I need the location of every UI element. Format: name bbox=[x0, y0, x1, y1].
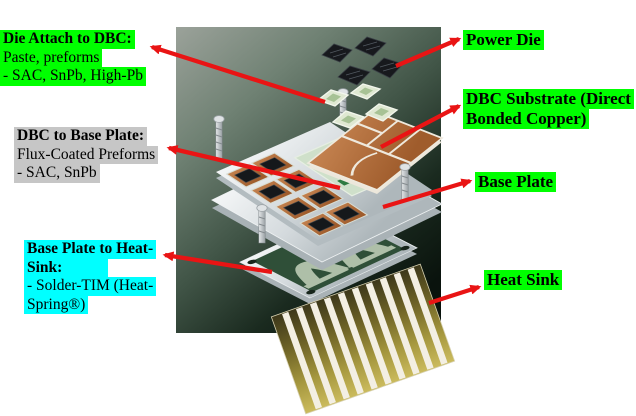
callout-line: Paste, preforms bbox=[0, 48, 103, 68]
callout-base-plate: Base Plate bbox=[475, 172, 557, 192]
mounting-screws bbox=[213, 88, 411, 244]
arrow-heat-sink bbox=[428, 284, 482, 306]
power-die-chip bbox=[321, 43, 353, 63]
callout-die-attach: Die Attach to DBC: Paste, preforms - SAC… bbox=[0, 30, 146, 86]
arrow-die-attach bbox=[149, 44, 326, 105]
callout-line: - SAC, SnPb bbox=[14, 164, 100, 183]
arrow-power-die bbox=[395, 37, 462, 68]
solder-preform bbox=[364, 103, 399, 122]
mounting-screw bbox=[213, 115, 225, 160]
callout-line: - Solder-TIM (Heat- bbox=[24, 277, 157, 296]
arrow-base-plate bbox=[382, 178, 473, 210]
power-die-chip bbox=[337, 65, 371, 86]
arrow-dbc-substrate bbox=[379, 104, 462, 149]
solder-preform bbox=[349, 83, 382, 100]
solder-preform bbox=[331, 110, 366, 129]
mounting-screw bbox=[256, 204, 268, 244]
callout-line: - SAC, SnPb, High-Pb bbox=[0, 67, 146, 86]
callout-label: DBC Substrate (Direct bbox=[463, 89, 634, 109]
callout-heading: DBC to Base Plate: bbox=[14, 127, 147, 146]
solder-preform bbox=[316, 89, 350, 107]
callout-line: Flux-Coated Preforms bbox=[14, 145, 159, 165]
power-die-chip bbox=[354, 36, 387, 57]
callout-label: Heat Sink bbox=[484, 270, 563, 290]
solder-preforms bbox=[316, 83, 399, 129]
arrow-base-plate-to-heat-sink bbox=[162, 251, 273, 275]
callout-heat-sink: Heat Sink bbox=[484, 270, 563, 290]
callout-dbc-substrate: DBC Substrate (Direct Bonded Copper) bbox=[463, 89, 634, 129]
callout-line: Spring®) bbox=[24, 295, 89, 315]
module-plate-graphic bbox=[216, 122, 432, 247]
callout-label: Bonded Copper) bbox=[463, 109, 590, 129]
heat-sink-graphic bbox=[270, 263, 456, 415]
callout-label: Base Plate bbox=[475, 172, 557, 192]
callout-power-die: Power Die bbox=[463, 30, 544, 50]
callout-heading: Base Plate to Heat- bbox=[24, 240, 157, 259]
mounting-screw bbox=[399, 163, 411, 202]
callout-base-plate-to-heat-sink: Base Plate to Heat- Sink: - Solder-TIM (… bbox=[24, 240, 157, 315]
callout-heading: Die Attach to DBC: bbox=[0, 30, 135, 49]
callout-dbc-to-base-plate: DBC to Base Plate: Flux-Coated Preforms … bbox=[14, 127, 159, 183]
callout-label: Power Die bbox=[463, 30, 544, 50]
power-dies bbox=[321, 36, 404, 86]
arrow-dbc-to-base-plate bbox=[166, 145, 341, 191]
callout-heading: Sink: bbox=[24, 258, 109, 278]
